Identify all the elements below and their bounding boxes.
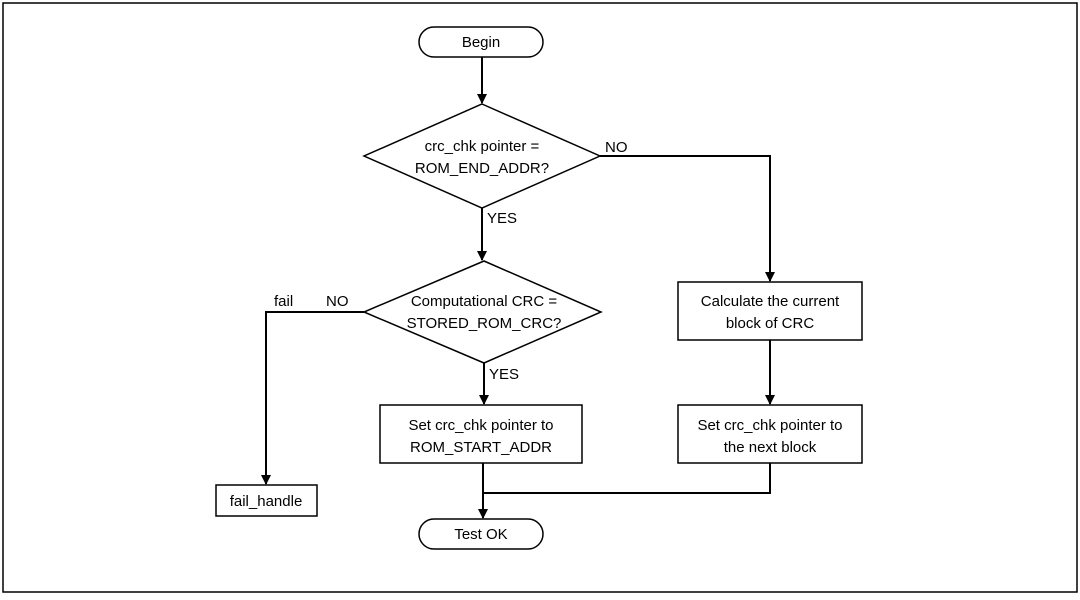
process-set-start-address-line1: Set crc_chk pointer to <box>408 417 553 434</box>
label-end-yes: YES <box>487 210 517 227</box>
label-compare-fail: fail <box>274 293 293 310</box>
process-calculate-crc-line1: Calculate the current <box>701 293 840 310</box>
process-set-start-address-line2: ROM_START_ADDR <box>410 439 552 456</box>
process-set-next-block-line2: the next block <box>724 439 817 456</box>
process-set-next-block <box>677 404 863 464</box>
decision-end-address-line1: crc_chk pointer = <box>425 138 540 155</box>
process-set-start-address <box>379 404 583 464</box>
label-compare-yes: YES <box>489 366 519 383</box>
decision-crc-compare-line2: STORED_ROM_CRC? <box>407 315 562 332</box>
process-fail-handle-label: fail_handle <box>230 493 303 510</box>
process-calculate-crc <box>677 281 863 341</box>
edge-decision1-no <box>600 155 775 282</box>
decision-crc-compare-line1: Computational CRC = <box>411 293 558 310</box>
process-fail-handle <box>215 484 318 517</box>
edge-set-next-to-merge <box>483 463 771 494</box>
label-compare-no: NO <box>326 293 349 310</box>
decision-end-address-line2: ROM_END_ADDR? <box>415 160 549 177</box>
process-calculate-crc-line2: block of CRC <box>726 315 815 332</box>
test-ok-terminator <box>418 518 544 550</box>
test-ok-label: Test OK <box>454 526 507 543</box>
process-set-next-block-line1: Set crc_chk pointer to <box>697 417 842 434</box>
label-end-no: NO <box>605 139 628 156</box>
begin-label: Begin <box>462 34 500 51</box>
edge-decision2-no <box>261 311 364 485</box>
